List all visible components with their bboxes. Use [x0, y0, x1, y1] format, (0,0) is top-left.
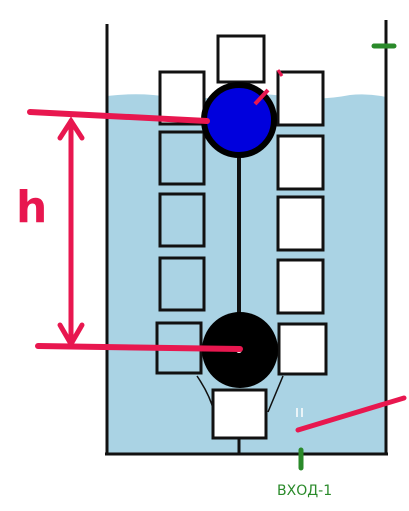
left-box-2: [158, 130, 206, 186]
height-label: h: [16, 182, 47, 233]
right-box-3: [276, 195, 325, 252]
inlet-pointer-line: [295, 395, 407, 433]
inlet-label: ВХОД-1: [277, 483, 332, 499]
upper-pointer-line: [27, 109, 210, 124]
left-box-4: [158, 256, 206, 312]
right-box-4: [276, 258, 325, 315]
top-box: [216, 34, 266, 84]
upper-ball-tick: [253, 88, 270, 106]
top-right-tick: [276, 69, 284, 77]
lower-pointer-line: [35, 343, 243, 352]
right-box-5: [277, 322, 328, 376]
bottom-box: [211, 388, 268, 440]
right-box-1: [276, 70, 325, 127]
right-box-2: [276, 134, 325, 191]
right-column-boxes: [276, 70, 328, 376]
inlet-ticks: [296, 408, 303, 417]
left-box-3: [158, 192, 206, 248]
left-box-1: [158, 70, 206, 126]
tank-walls: [105, 20, 388, 456]
height-arrow: [57, 116, 85, 349]
